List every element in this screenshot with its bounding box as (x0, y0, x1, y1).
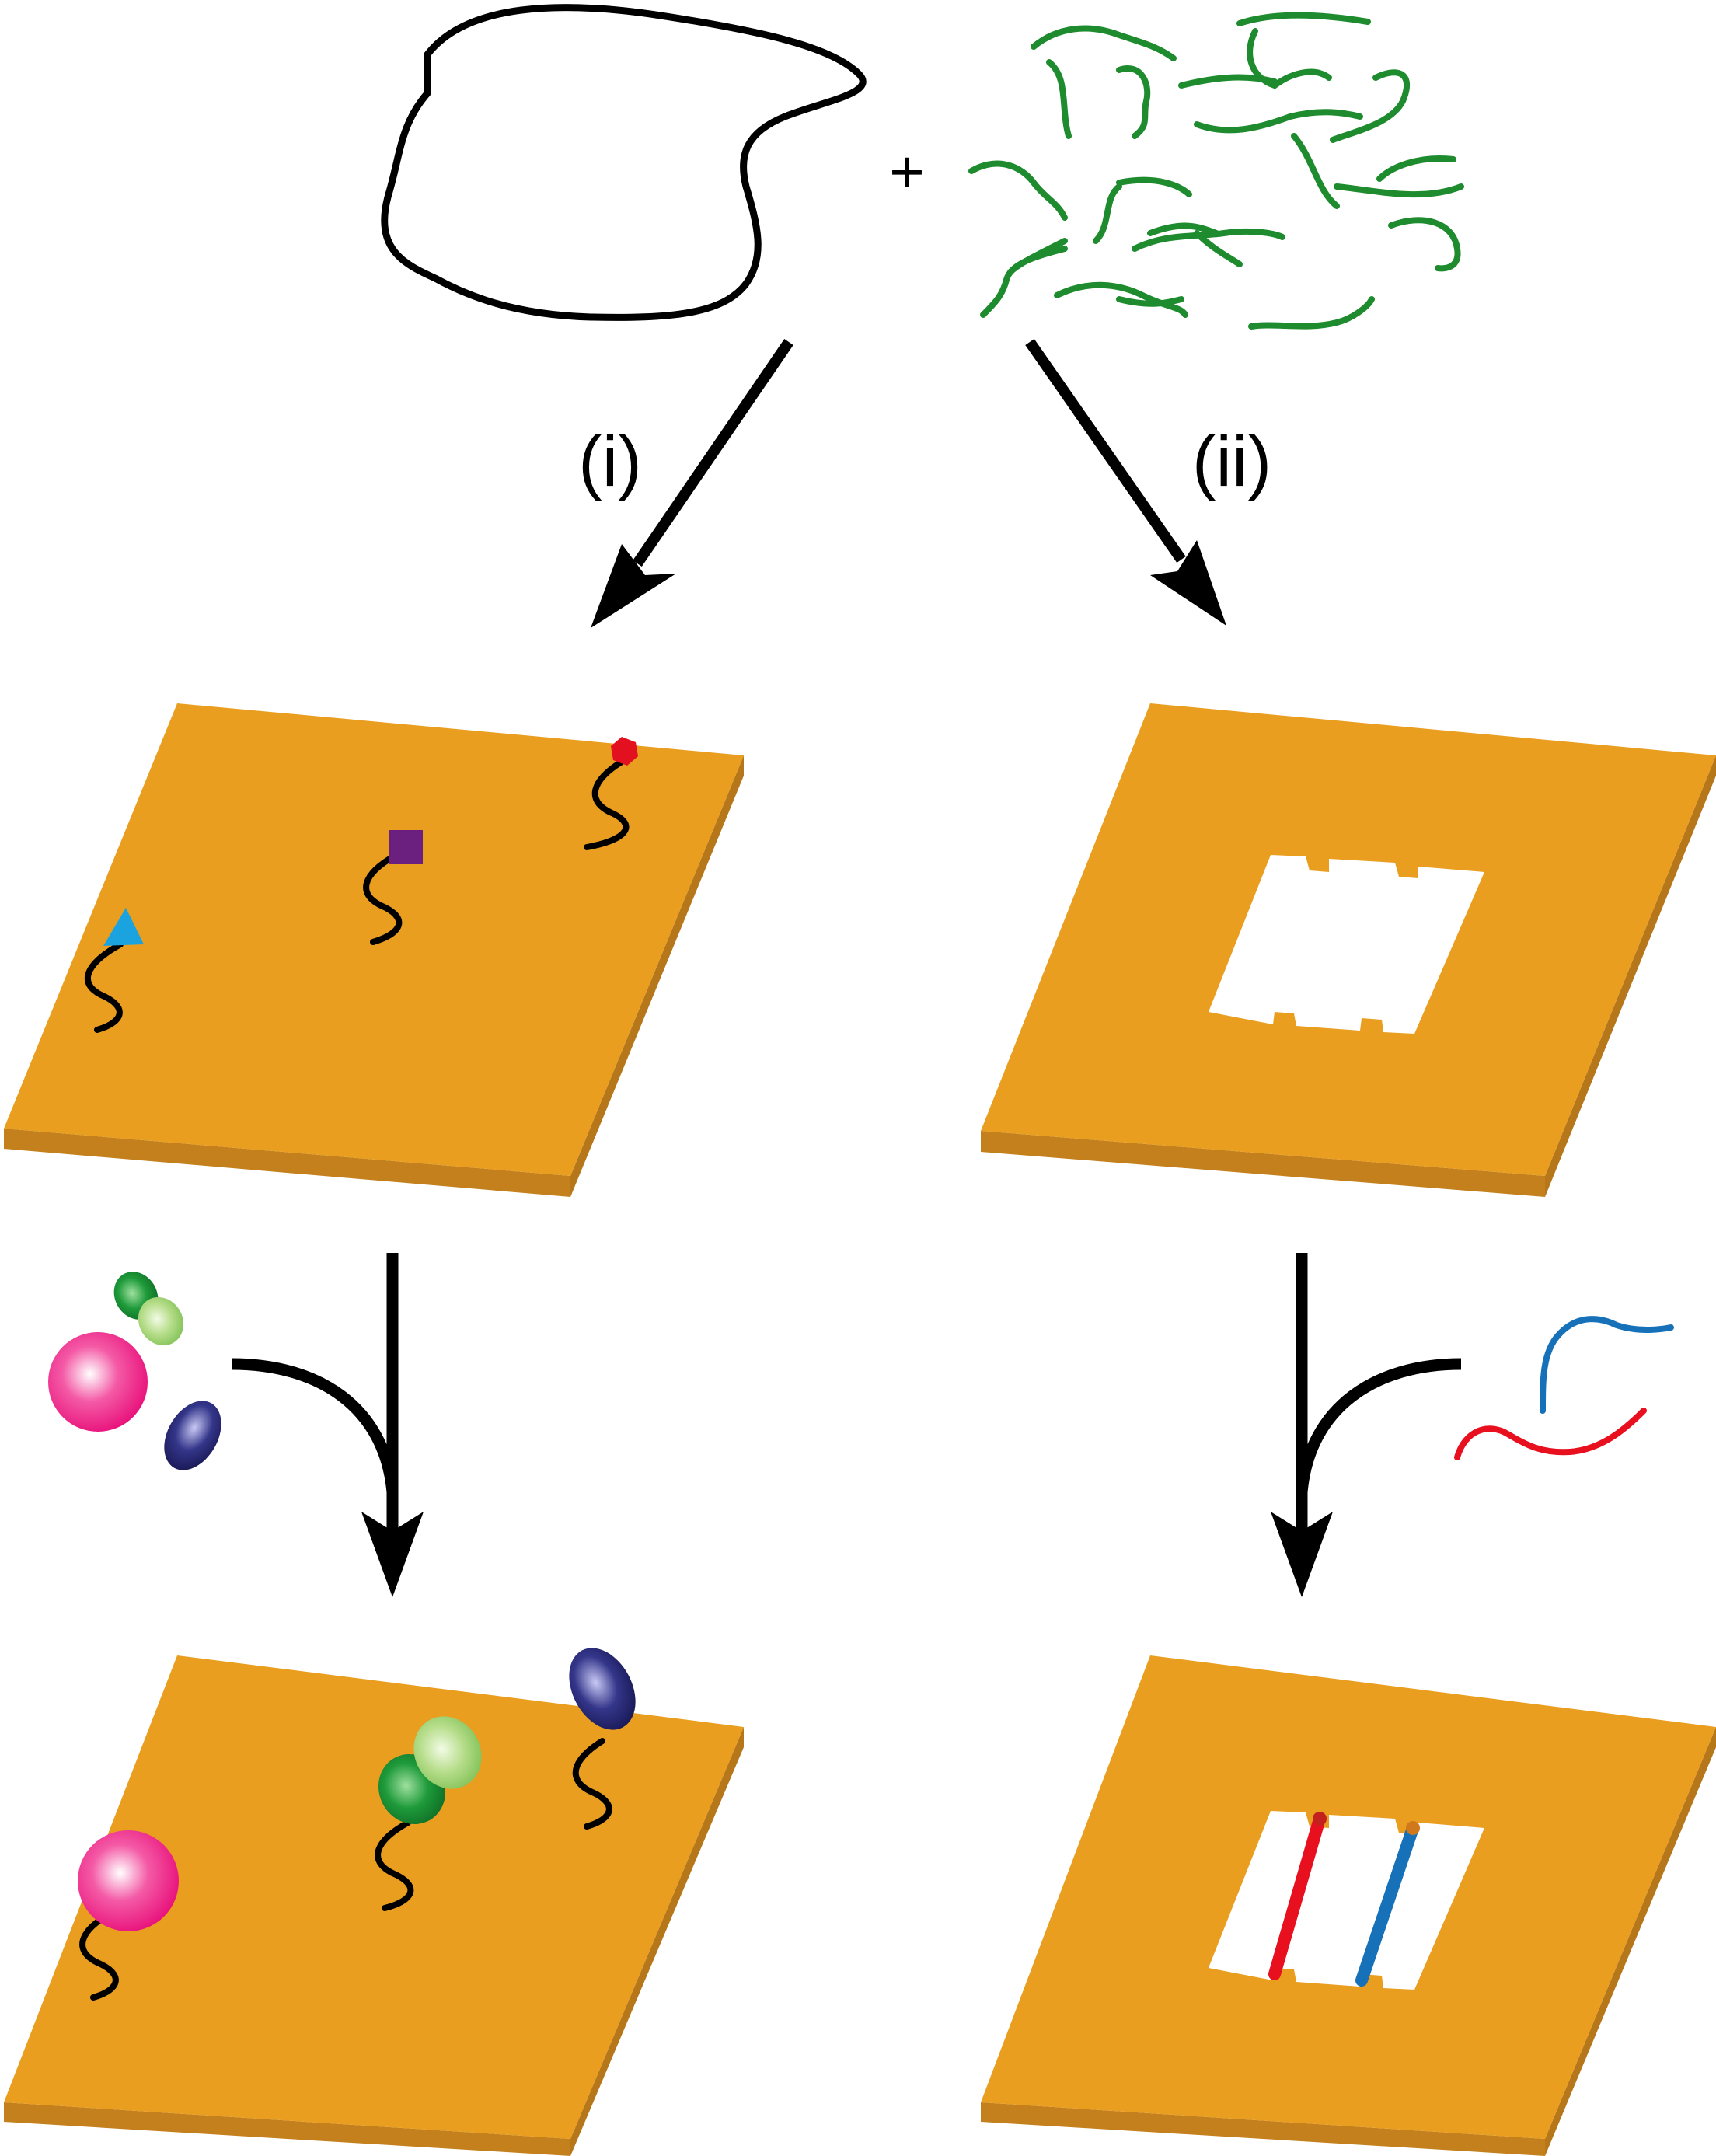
triangle-ligand-icon (103, 908, 144, 946)
red-strand (1454, 1408, 1647, 1460)
arrow-add-strands (1271, 1253, 1462, 1597)
tile-cavity (1209, 855, 1484, 1034)
blue-strand-bound (1355, 1822, 1419, 1987)
pink-sphere (78, 1830, 179, 1931)
pink-sphere (48, 1332, 148, 1432)
origami-tile-cavity (981, 703, 1716, 1197)
strand-pair (1454, 1316, 1674, 1460)
step-i-label: (i) (578, 422, 642, 501)
red-strand-end (1313, 1812, 1327, 1826)
step-ii-label: (ii) (1192, 422, 1271, 501)
blue-strand (1540, 1316, 1674, 1414)
green-light-ellipse (413, 1716, 482, 1789)
protein-set (48, 1272, 221, 1470)
linker-strand (84, 759, 630, 1033)
staple-strands-icon (968, 12, 1464, 330)
navy-ellipse (164, 1401, 221, 1470)
plus-sign: + (889, 138, 925, 206)
green-light-ellipse (138, 1296, 184, 1346)
linker-strand (79, 1738, 612, 2001)
origami-tile-strands (981, 1655, 1716, 2156)
dna-scaffold-loop-icon (381, 4, 867, 321)
arrow-add-proteins (231, 1253, 424, 1597)
arrow-step-ii (1025, 338, 1226, 626)
navy-ellipse (569, 1648, 636, 1730)
red-strand-bound (1268, 1812, 1326, 1980)
origami-tile-proteins (4, 1648, 744, 2156)
arrow-step-i (591, 339, 793, 628)
hexagon-ligand-icon (611, 737, 638, 766)
square-ligand-icon (389, 830, 423, 864)
origami-tile-ligands (4, 703, 744, 1197)
blue-strand-end (1406, 1821, 1420, 1835)
